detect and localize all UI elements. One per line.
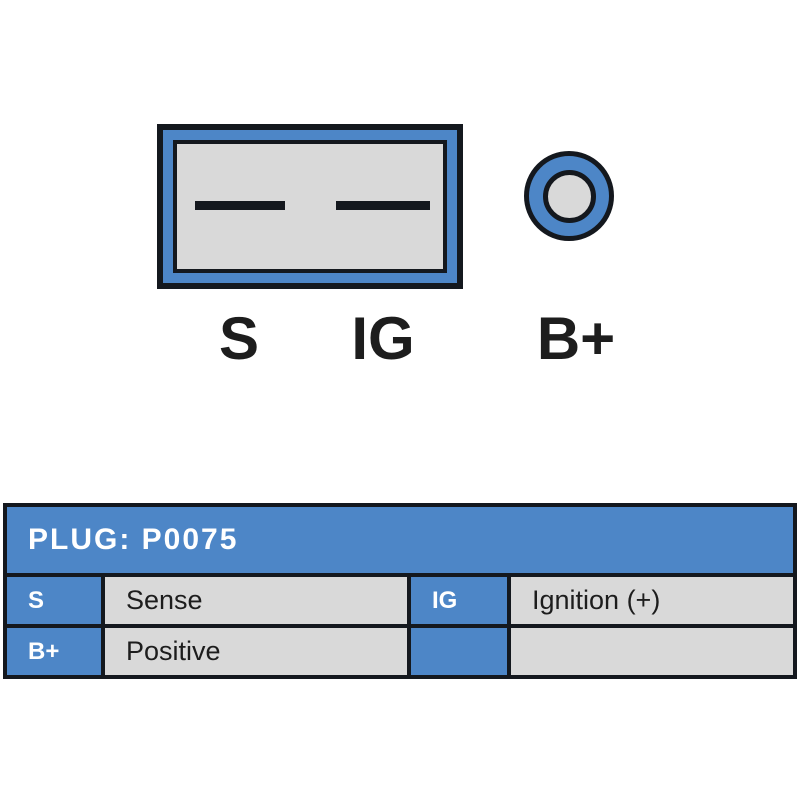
pin-code-cell: B+ xyxy=(7,628,101,675)
pin-label-bplus: B+ xyxy=(536,305,616,372)
pin-code-cell: IG xyxy=(411,577,507,624)
b-plus-terminal-bore xyxy=(542,169,596,223)
pin-code-cell: S xyxy=(7,577,101,624)
pin-desc-cell: Ignition (+) xyxy=(511,577,793,624)
terminal-slot-ig xyxy=(336,201,430,210)
pin-label-ig: IG xyxy=(351,305,415,372)
plug-table-title: PLUG: P0075 xyxy=(7,507,793,573)
pin-desc-cell: Positive xyxy=(105,628,407,675)
pin-desc-cell xyxy=(511,628,793,675)
pin-code-cell xyxy=(411,628,507,675)
b-plus-terminal-ring xyxy=(524,151,614,241)
plug-legend-table: PLUG: P0075 S Sense IG Ignition (+) B+ P… xyxy=(3,503,797,679)
pin-label-s: S xyxy=(218,305,260,372)
pin-desc-cell: Sense xyxy=(105,577,407,624)
terminal-slot-s xyxy=(195,201,285,210)
